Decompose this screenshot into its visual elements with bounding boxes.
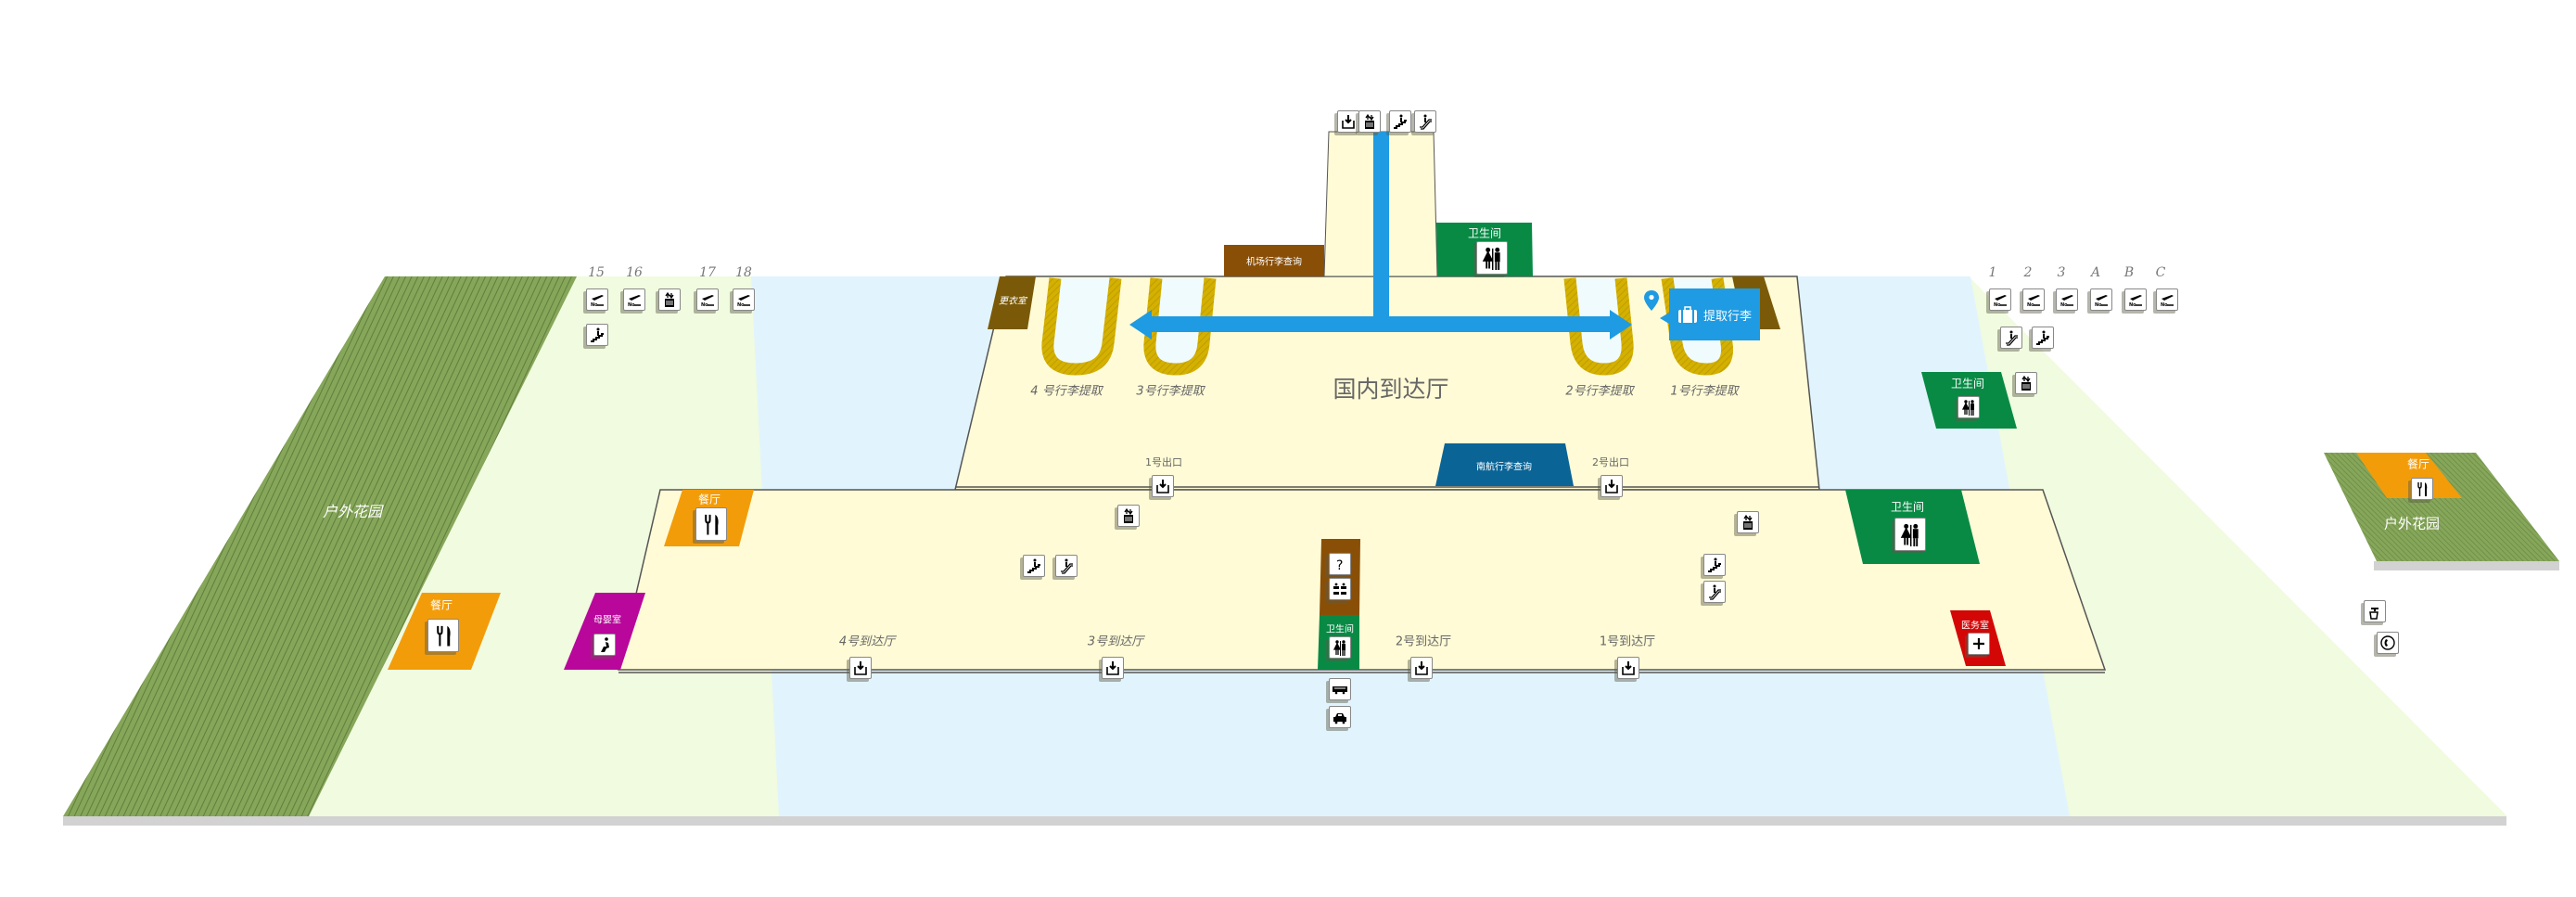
restroom-icon[interactable] (1894, 518, 1926, 551)
taxi-icon[interactable] (1329, 706, 1351, 728)
airport-baggage-inquiry-room[interactable] (1224, 245, 1324, 276)
stairs-icon[interactable] (1389, 110, 1411, 133)
suitcase-icon (1677, 306, 1697, 323)
departure-gate-icon[interactable]: No (1989, 288, 2011, 311)
exit-icon[interactable] (849, 657, 872, 679)
telephone-icon[interactable] (2377, 632, 2399, 654)
departure-gate-icon[interactable]: No (623, 288, 645, 311)
nursery-room[interactable] (564, 593, 645, 670)
medical-icon[interactable] (1968, 633, 1990, 655)
svg-text:No: No (591, 302, 598, 308)
locker-room-left[interactable] (988, 276, 1036, 329)
route-arrow-left (1129, 310, 1152, 340)
route-horizontal (1145, 316, 1620, 332)
southern-baggage-inquiry-room[interactable] (1435, 443, 1574, 486)
elevator-icon[interactable] (1737, 511, 1759, 533)
stairs-icon[interactable] (586, 324, 608, 346)
escalator-icon[interactable] (2000, 327, 2022, 349)
escalator-icon[interactable] (1703, 581, 1726, 603)
route-vertical (1373, 132, 1389, 317)
stairs-icon[interactable] (1023, 555, 1045, 577)
nursery-icon[interactable] (593, 634, 616, 656)
escalator-icon[interactable] (1414, 110, 1436, 133)
garden-right-shadow (2374, 561, 2559, 570)
svg-text:No: No (628, 302, 635, 308)
departure-gate-icon[interactable]: No (2022, 288, 2045, 311)
escalator-icon[interactable] (1055, 555, 1078, 577)
svg-text:No: No (2129, 302, 2136, 308)
bus-icon[interactable] (1329, 678, 1351, 700)
departure-gate-icon[interactable]: No (2056, 288, 2078, 311)
exit-icon[interactable] (1617, 657, 1639, 679)
restaurant-icon[interactable] (695, 507, 727, 541)
svg-text:No: No (2161, 302, 2168, 308)
elevator-icon[interactable] (1358, 110, 1381, 133)
carousel-4[interactable] (1041, 277, 1122, 376)
svg-text:No: No (701, 302, 708, 308)
elevator-icon[interactable] (658, 288, 681, 311)
floor-base-shadow (63, 816, 2506, 826)
route-arrow-right (1610, 310, 1632, 340)
water-icon[interactable] (2364, 600, 2386, 622)
restaurant-icon[interactable] (427, 619, 459, 652)
departure-gate-icon[interactable]: No (586, 288, 608, 311)
garden-left[interactable] (63, 276, 577, 816)
svg-text:No: No (2060, 302, 2068, 308)
exit-icon[interactable] (1600, 475, 1623, 497)
info-desk-room[interactable] (1320, 539, 1360, 615)
exit-icon[interactable] (1102, 657, 1124, 679)
departure-gate-icon[interactable]: No (696, 288, 719, 311)
stairs-icon[interactable] (1703, 554, 1726, 576)
exit-icon[interactable] (1152, 475, 1174, 497)
exit-icon[interactable] (1337, 110, 1359, 133)
elevator-icon[interactable] (2015, 372, 2037, 394)
location-pin-icon[interactable] (1644, 290, 1659, 311)
info-icon[interactable]: ? (1329, 553, 1351, 575)
departure-gate-icon[interactable]: No (2090, 288, 2112, 311)
departure-gate-icon[interactable]: No (2156, 288, 2178, 311)
svg-text:No: No (737, 302, 745, 308)
restroom-icon[interactable] (1476, 241, 1508, 275)
restaurant-right-room[interactable] (2356, 453, 2462, 498)
restaurant-icon[interactable] (2411, 478, 2433, 500)
waiting-area-icon[interactable] (1329, 578, 1351, 600)
stairs-icon[interactable] (2032, 327, 2054, 349)
callout-label: 提取行李 (1702, 309, 1752, 324)
departure-gate-icon[interactable]: No (733, 288, 755, 311)
garden-right[interactable] (2324, 453, 2559, 561)
baggage-claim-callout[interactable]: 提取行李 (1660, 288, 1760, 340)
restroom-icon[interactable] (1329, 636, 1351, 659)
svg-text:?: ? (1336, 558, 1343, 572)
exit-icon[interactable] (1410, 657, 1433, 679)
svg-text:No: No (1994, 302, 2001, 308)
departure-gate-icon[interactable]: No (2124, 288, 2147, 311)
elevator-icon[interactable] (1117, 505, 1140, 527)
restroom-icon[interactable] (1958, 396, 1980, 418)
svg-text:No: No (2027, 302, 2034, 308)
svg-text:No: No (2095, 302, 2102, 308)
